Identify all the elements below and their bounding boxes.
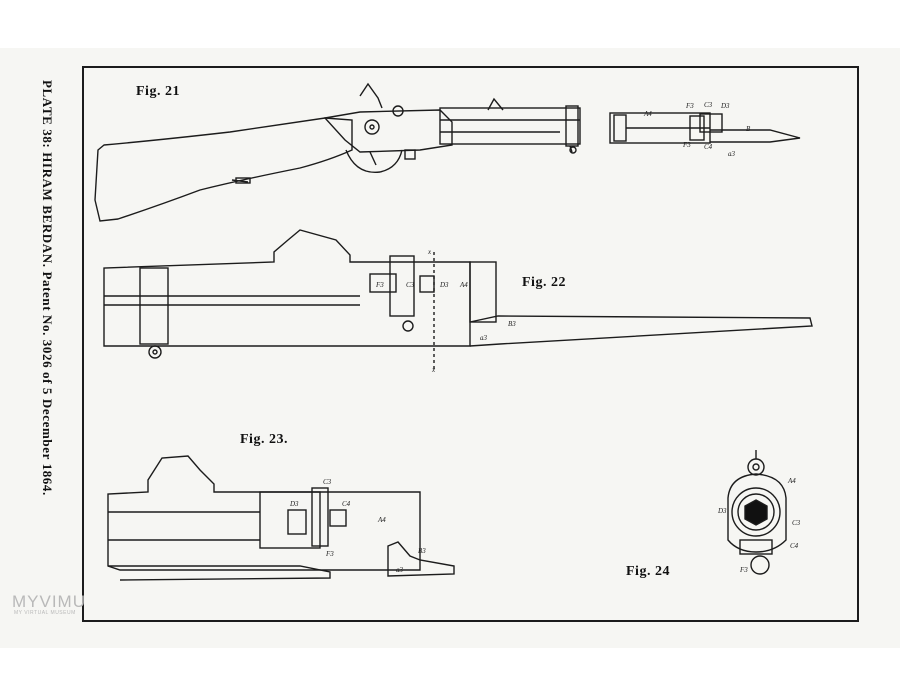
- fig-24-part-letters: A4 D3 C3 C4 F3: [717, 477, 801, 574]
- fig-22-letter-f3: F3: [375, 281, 384, 289]
- fig-21-letter-f3: F3: [685, 102, 694, 110]
- fig-22-letter-c3: C3: [406, 281, 415, 289]
- fig-21-letter-f3-lower: F3: [682, 141, 691, 149]
- fig-24-section-drawing: [727, 450, 787, 575]
- fig-22-muzzle-drawing: [103, 229, 813, 370]
- fig-24-letter-c4: C4: [790, 542, 799, 550]
- fig-22-letter-b3: B3: [508, 320, 516, 328]
- fig-22-letter-x-bottom: x: [431, 366, 436, 374]
- fig-21-rifle-drawing: [94, 82, 801, 222]
- fig-23-letter-d3: D3: [289, 500, 299, 508]
- fig-21-letter-c4: C4: [704, 143, 713, 151]
- fig-24-letter-c3: C3: [792, 519, 801, 527]
- fig-22-letter-a3: a3: [480, 334, 488, 342]
- fig-23-letter-c4: C4: [342, 500, 351, 508]
- fig-21-letter-c3: C3: [704, 101, 713, 109]
- fig-21-letter-d3: D3: [720, 102, 730, 110]
- fig-21-letter-a4: A4: [643, 110, 652, 118]
- fig-21-label: Fig. 21: [136, 84, 180, 99]
- watermark-text: MYVIMU: [12, 592, 86, 611]
- plate-frame: [82, 66, 859, 622]
- fig-22-letter-x-top: x: [427, 248, 432, 256]
- fig-23-letter-b3: B3: [418, 547, 426, 555]
- fig-23-letter-f3: F3: [325, 550, 334, 558]
- fig-23-lock-drawing: [107, 455, 455, 581]
- fig-23-letter-a3: a3: [396, 566, 404, 574]
- fig-21-letter-a3: a3: [728, 150, 736, 158]
- fig-24-letter-a4: A4: [787, 477, 796, 485]
- fig-21-letter-b: B: [746, 125, 751, 133]
- fig-23-letter-a4: A4: [377, 516, 386, 524]
- fig-21-part-letters: A4 F3 C3 D3 B F3 C4 a3: [643, 101, 751, 158]
- fig-22-letter-d3: D3: [439, 281, 449, 289]
- fig-24-letter-f3: F3: [739, 566, 748, 574]
- watermark: MYVIMU MY VIRTUAL MUSEUM: [12, 592, 86, 616]
- fig-23-letter-c3: C3: [323, 478, 332, 486]
- fig-22-label: Fig. 22: [522, 275, 566, 290]
- fig-24-label: Fig. 24: [626, 564, 670, 579]
- fig-24-letter-d3: D3: [717, 507, 727, 515]
- fig-22-part-letters: F3 C3 D3 A4 B3 a3 x x: [375, 248, 516, 374]
- fig-23-label: Fig. 23.: [240, 432, 288, 447]
- watermark-subtext: MY VIRTUAL MUSEUM: [14, 610, 76, 616]
- fig-23-part-letters: C3 D3 C4 A4 F3 B3 a3: [289, 478, 426, 574]
- fig-22-letter-a4: A4: [459, 281, 468, 289]
